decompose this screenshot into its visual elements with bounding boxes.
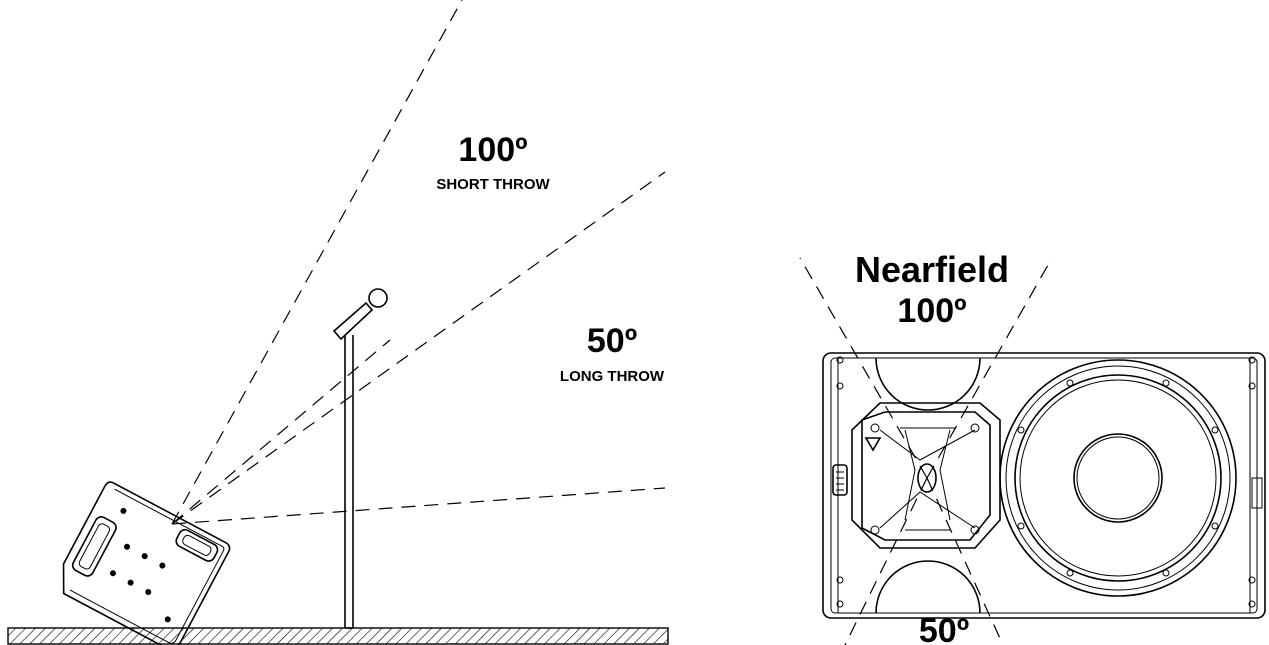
nearfield-angle: 100º (897, 292, 966, 330)
short-throw-angle: 100º (458, 131, 527, 169)
mid-line (171, 339, 391, 525)
wedge-monitor (62, 481, 231, 645)
long-throw-upper-line (171, 171, 666, 525)
lower-port (875, 560, 981, 614)
short-throw-upper-line (171, 0, 463, 525)
horn-assembly (851, 402, 1001, 549)
woofer (999, 359, 1237, 597)
speaker-front-view (822, 352, 1266, 619)
microphone (332, 288, 388, 341)
bottom-angle: 50º (919, 612, 969, 645)
top-handle (175, 528, 219, 562)
microphone-stand (332, 288, 388, 629)
side-handle (71, 516, 117, 577)
upper-port (875, 357, 981, 411)
dispersion-lines (171, 0, 666, 525)
logo-triangle (864, 437, 882, 452)
long-throw-label: LONG THROW (560, 368, 665, 385)
floor (7, 627, 669, 645)
long-throw-lower-line (171, 487, 666, 525)
nearfield-dispersion-lines (799, 257, 1053, 645)
short-throw-label: SHORT THROW (436, 176, 550, 193)
long-throw-angle: 50º (587, 322, 637, 360)
nearfield-title: Nearfield (855, 249, 1009, 290)
